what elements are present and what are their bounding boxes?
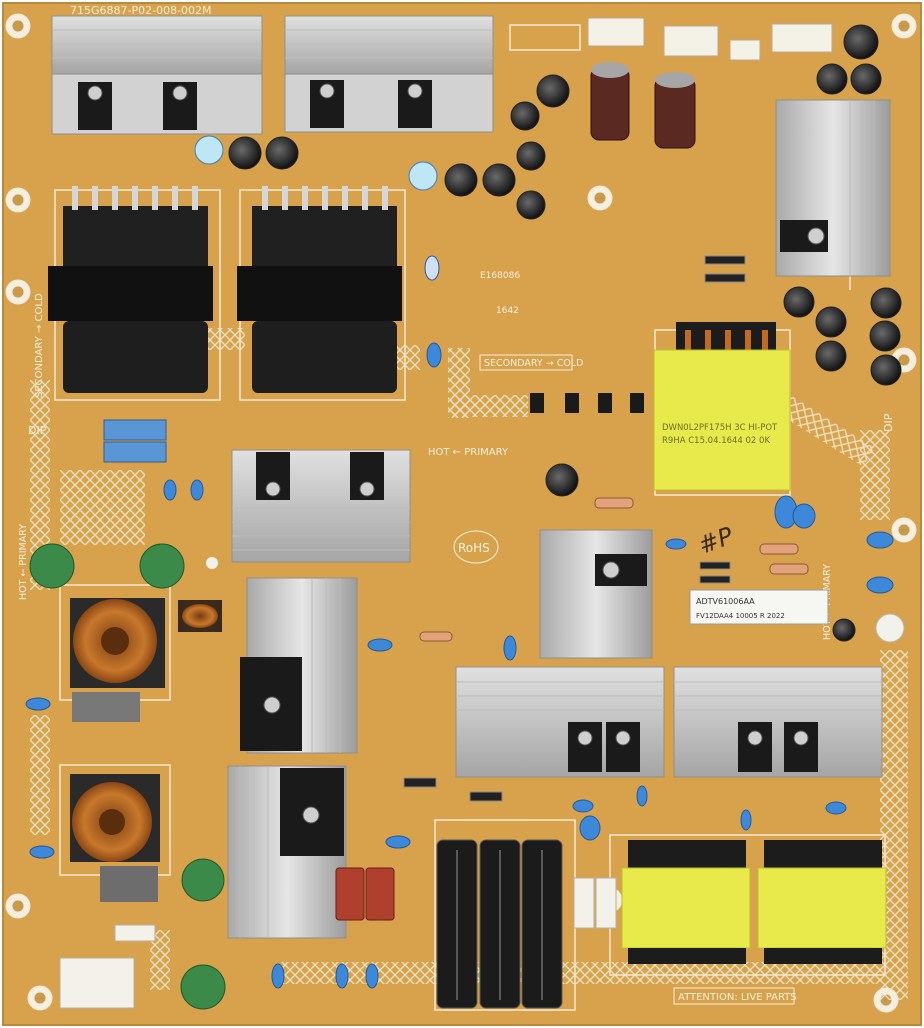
connectors-top <box>587 17 833 61</box>
transformer-label-2: R9HA C15.04.1644 02 0K <box>662 436 770 446</box>
label-secondary-cold-mid: SECONDARY → COLD <box>484 358 583 369</box>
isolation-zones <box>30 328 908 1000</box>
electrolytic-caps-top <box>228 24 902 642</box>
gray-cap <box>100 866 158 902</box>
heatsink-center-right <box>539 529 653 659</box>
mosfet <box>606 722 640 772</box>
heatsink-bottom-left <box>227 765 347 939</box>
ul-mark: E168086 <box>480 271 520 281</box>
y-capacitors <box>29 543 226 1010</box>
small-coil <box>178 600 222 632</box>
rohs-mark: RoHS <box>458 541 490 555</box>
heatsink-bottom-mid <box>455 666 665 778</box>
label-sticker: ADTV61006AA FV12DAA4 10005 R 2022 <box>689 589 829 625</box>
heatsink-left-bottom <box>240 577 358 754</box>
choke-bottom <box>70 774 160 862</box>
power-connector <box>59 957 135 1009</box>
main-transformer-left <box>48 186 213 393</box>
heatsink-right-top <box>775 99 891 277</box>
mounting-holes <box>5 13 917 1013</box>
yellow-transformer-bottom-right <box>757 840 887 964</box>
label-dip-right: DIP <box>882 413 895 432</box>
heatsink-bottom-right <box>673 666 883 778</box>
diodes <box>403 255 746 802</box>
mosfet <box>784 722 818 772</box>
heatsink-middle <box>231 449 411 563</box>
choke-top <box>70 598 165 688</box>
resistors <box>419 497 809 642</box>
gray-relay <box>72 692 140 722</box>
part-number: 715G6887-P02-008-002M <box>70 4 212 17</box>
sticker-line-1: ADTV61006AA <box>696 597 755 606</box>
yellow-transformer-bottom-left <box>621 840 751 964</box>
label-dip-left: DIP <box>28 424 47 437</box>
heatsink-top-mid <box>284 15 494 133</box>
transformer-label-1: DWN0L2PF175H 3C HI-POT <box>662 423 778 433</box>
blue-resistor-packs <box>103 419 167 463</box>
tall-black-capacitors <box>436 839 563 1009</box>
red-capacitors <box>335 867 395 921</box>
yellow-transformer-mid: DWN0L2PF175H 3C HI-POT R9HA C15.04.1644 … <box>653 322 791 491</box>
white-blocks <box>59 877 617 1009</box>
blue-small-caps <box>25 255 894 989</box>
main-transformer-right <box>237 186 402 393</box>
attention-label: ATTENTION: LIVE PARTS <box>678 992 797 1003</box>
white-thermistor <box>875 613 905 643</box>
white-dot <box>206 557 218 569</box>
label-hot-primary-mid: HOT ← PRIMARY <box>428 447 509 458</box>
brown-electrolytic-caps <box>590 62 696 149</box>
sticker-line-2: FV12DAA4 10005 R 2022 <box>696 612 785 620</box>
label-secondary-cold-left: SECONDARY → COLD <box>34 293 45 398</box>
mosfet <box>568 722 602 772</box>
label-hot-primary-left: HOT ← PRIMARY <box>18 524 29 600</box>
blue-film-caps <box>194 135 438 191</box>
date-code: 1642 <box>496 306 519 316</box>
heatsink-top-left <box>51 15 263 135</box>
fuse <box>114 924 156 942</box>
optocouplers <box>530 393 644 413</box>
mosfet <box>738 722 772 772</box>
